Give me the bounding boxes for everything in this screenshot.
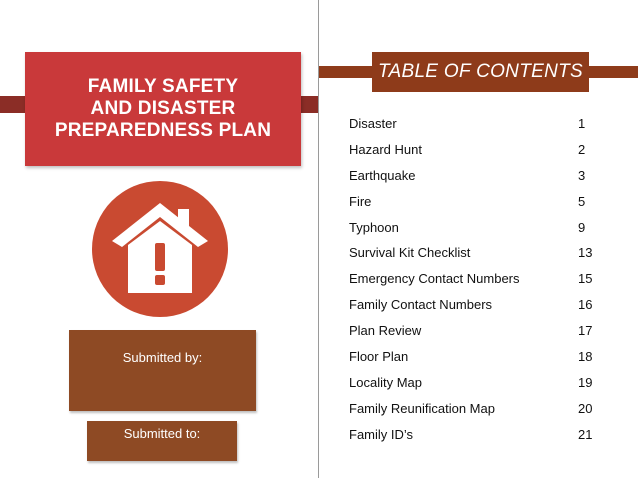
toc-entry-label: Typhoon [349, 219, 399, 235]
submitted-to-box: Submitted to: [87, 421, 237, 461]
toc-entry-page: 19 [578, 374, 593, 390]
page-divider [318, 0, 319, 478]
toc-entry-label: Earthquake [349, 167, 416, 183]
toc-entry[interactable]: Family ID’s 21 [349, 423, 599, 449]
toc-entry[interactable]: Survival Kit Checklist 13 [349, 241, 599, 267]
toc-entry-page: 2 [578, 141, 586, 157]
toc-entry[interactable]: Family Reunification Map 20 [349, 397, 599, 423]
toc-entry-label: Disaster [349, 116, 397, 131]
toc-list: Disaster 1 Hazard Hunt 2 Earthquake 3 Fire 5… [349, 112, 599, 449]
toc-entry-page: 5 [578, 193, 586, 209]
toc-entry-label: Hazard Hunt [349, 141, 422, 157]
toc-entry-label: Emergency Contact Numbers [349, 271, 520, 287]
toc-title-box: TABLE OF CONTENTS [372, 52, 589, 92]
cover-title: FAMILY SAFETY AND DISASTER PREPAREDNESS … [54, 76, 272, 141]
toc-entry[interactable]: Hazard Hunt 2 [349, 138, 599, 164]
toc-entry-page: 17 [578, 323, 593, 339]
toc-entry-page: 3 [578, 167, 586, 183]
house-warning-icon [92, 181, 228, 317]
toc-entry[interactable]: Fire 5 [349, 190, 599, 216]
submitted-by-label: Submitted by: [122, 350, 203, 365]
toc-entry-label: Family Contact Numbers [349, 297, 493, 313]
toc-entry-label: Fire [349, 193, 372, 209]
toc-entry[interactable]: Emergency Contact Numbers 15 [349, 267, 599, 293]
toc-entry-label: Survival Kit Checklist [349, 245, 471, 261]
toc-entry[interactable]: Floor Plan 18 [349, 345, 599, 371]
toc-entry-page: 15 [578, 271, 593, 287]
toc-entry[interactable]: Plan Review 17 [349, 319, 599, 345]
toc-entry[interactable]: Earthquake 3 [349, 164, 599, 190]
toc-entry-label: Family Reunification Map [349, 400, 495, 416]
submitted-to-label: Submitted to: [123, 426, 201, 441]
toc-entry-page: 1 [578, 116, 586, 131]
toc-entry-label: Family ID’s [349, 426, 414, 442]
toc-entry-page: 20 [578, 400, 593, 416]
cover-title-box: FAMILY SAFETY AND DISASTER PREPAREDNESS … [25, 52, 301, 166]
toc-entry-label: Floor Plan [349, 349, 409, 365]
toc-entry[interactable]: Family Contact Numbers 16 [349, 293, 599, 319]
toc-entry[interactable]: Locality Map 19 [349, 371, 599, 397]
submitted-by-box: Submitted by: [69, 330, 256, 411]
toc-entry-page: 21 [578, 426, 593, 442]
toc-entry-page: 9 [578, 219, 586, 235]
toc-title: TABLE OF CONTENTS [378, 61, 583, 82]
toc-entry[interactable]: Typhoon 9 [349, 216, 599, 242]
toc-entry-page: 18 [578, 349, 593, 365]
toc-entry[interactable]: Disaster 1 [349, 112, 599, 138]
toc-entry-page: 13 [578, 245, 593, 261]
toc-entry-page: 16 [578, 297, 593, 313]
toc-entry-label: Plan Review [349, 323, 422, 339]
toc-entry-label: Locality Map [349, 374, 422, 390]
